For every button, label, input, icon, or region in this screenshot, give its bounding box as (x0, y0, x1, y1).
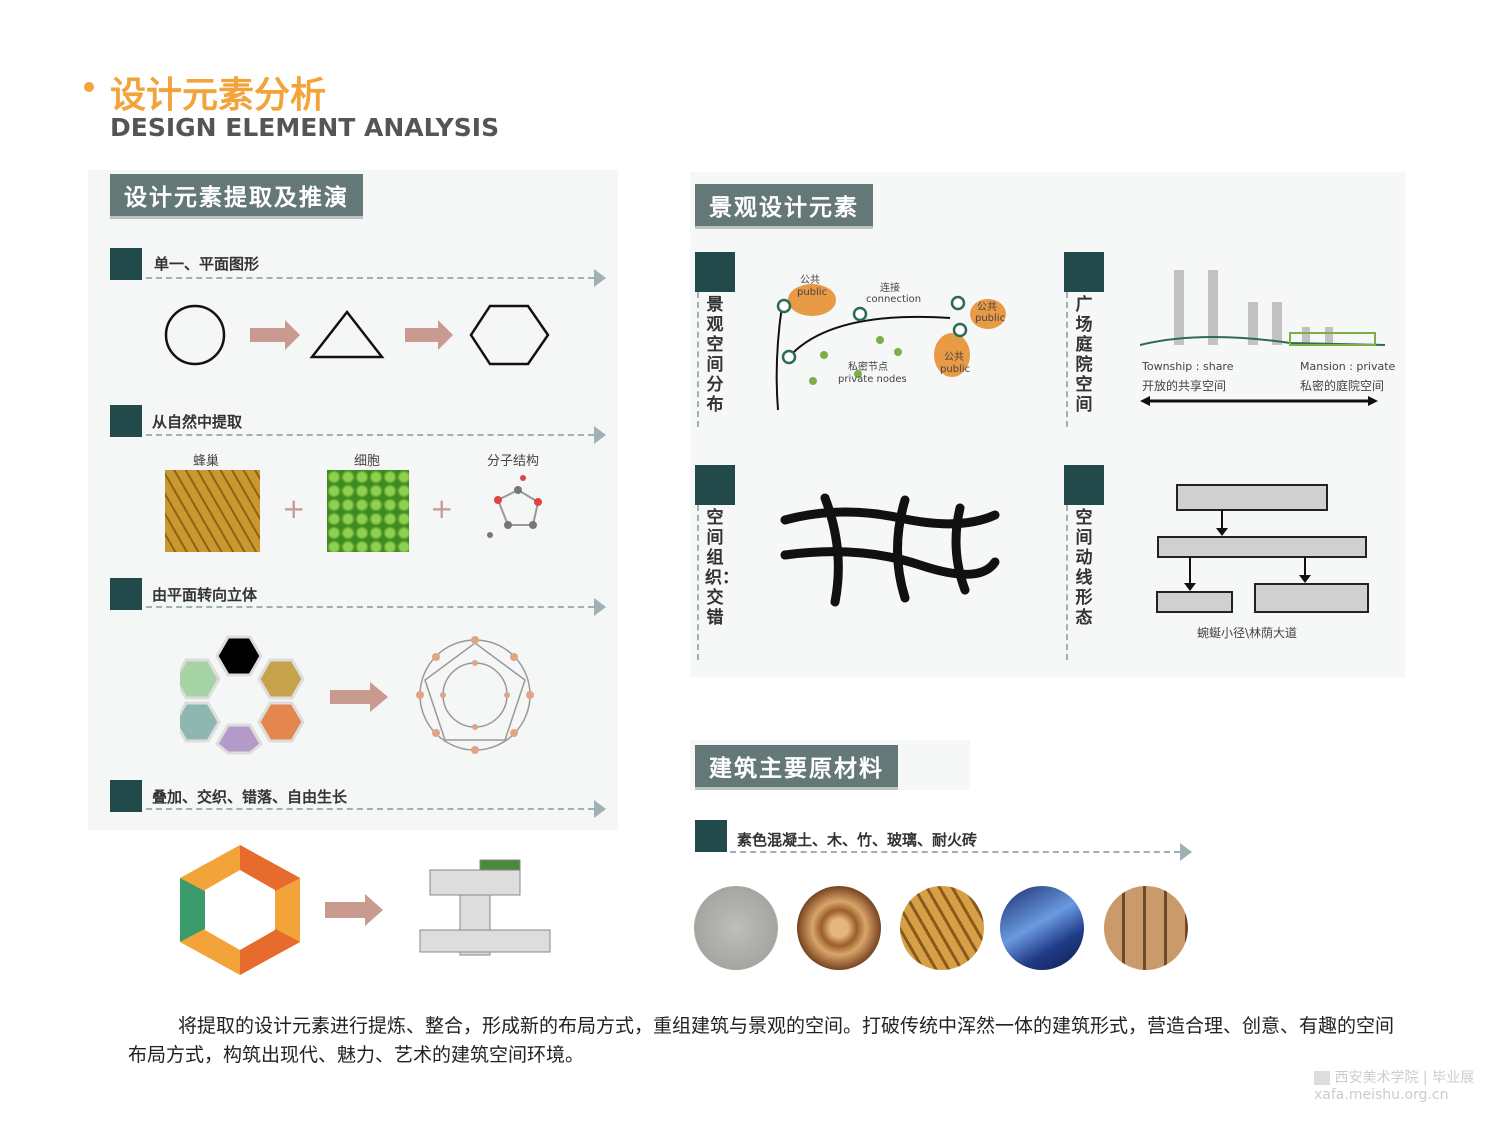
diagram-text: private nodes (838, 374, 907, 385)
watermark-url: xafa.meishu.org.cn (1314, 1087, 1449, 1103)
diagram-text: Township : share (1142, 360, 1234, 373)
wood-swatch (797, 886, 881, 970)
section-marker (1064, 252, 1104, 292)
divider (730, 851, 1180, 853)
shape-sequence (164, 304, 550, 366)
block-label: 广场庭院空间 (1075, 295, 1093, 415)
divider (146, 277, 594, 279)
diagram-text: Mansion : private (1300, 360, 1396, 373)
diagram-text: 开放的共享空间 (1142, 379, 1227, 393)
diagram-text: 公共 (977, 302, 997, 313)
left-panel-title: 设计元素提取及推演 (110, 174, 363, 219)
plus-icon: + (430, 492, 454, 525)
hexagon-to-sphere (180, 635, 534, 755)
diagram-text: 蜿蜒小径\林荫大道 (1197, 626, 1298, 640)
divider (1066, 505, 1068, 660)
bullet-icon (84, 82, 94, 92)
watermark-school: 西安美术学院 (1334, 1070, 1419, 1086)
item-label: 蜂巢 (193, 454, 220, 469)
plus-icon: + (282, 492, 306, 525)
concrete-swatch (694, 886, 778, 970)
diagram-text: public (940, 364, 971, 375)
diagram-text: public (797, 287, 828, 298)
section-marker (110, 248, 142, 280)
materials-label: 素色混凝土、木、竹、玻璃、耐火砖 (737, 831, 978, 849)
diagram-text: 公共 (800, 275, 820, 286)
cell-image (327, 470, 409, 552)
space-distribution-diagram (775, 284, 1006, 411)
diagram-text: 私密的庭院空间 (1300, 379, 1385, 393)
section-marker (695, 252, 735, 292)
section-marker (1064, 465, 1104, 505)
block-label: 空间动线形态 (1075, 508, 1093, 628)
divider (697, 505, 699, 660)
arrow-icon (594, 426, 606, 444)
glass-swatch (1000, 886, 1084, 970)
section-label: 叠加、交织、错落、自由生长 (152, 788, 348, 806)
watermark-event: 毕业展 (1432, 1070, 1475, 1086)
arrow-icon (594, 800, 606, 818)
diagram-text: connection (866, 294, 922, 305)
section-marker (695, 820, 727, 852)
materials-title: 建筑主要原材料 (695, 745, 898, 790)
firebrick-swatch (1104, 886, 1188, 970)
block-label: 空间组织：交错 (705, 508, 739, 628)
interweave-diagram (780, 493, 1000, 607)
overlay-to-building (180, 845, 551, 975)
section-marker (110, 405, 142, 437)
bamboo-swatch (900, 886, 984, 970)
diagram-text: 公共 (944, 352, 964, 363)
arrow-icon (594, 598, 606, 616)
divider (697, 292, 699, 427)
block-label: 景观空间分布 (706, 295, 724, 415)
honeycomb-image (165, 470, 260, 552)
divider (146, 606, 594, 608)
section-marker (110, 578, 142, 610)
plaza-section-diagram (1140, 270, 1386, 406)
divider (146, 808, 594, 810)
arrow-icon (1180, 843, 1192, 861)
divider (1066, 292, 1068, 427)
diagram-text: 连接 (880, 283, 900, 294)
page-title: 设计元素分析 (110, 75, 327, 116)
diagram-text: public (975, 313, 1006, 324)
section-label: 从自然中提取 (152, 413, 243, 431)
item-label: 分子结构 (487, 454, 540, 469)
circulation-diagram (1156, 484, 1369, 613)
molecule-image (487, 475, 542, 538)
diagram-text: 私密节点 (848, 362, 888, 373)
item-label: 细胞 (354, 454, 381, 469)
section-marker (695, 465, 735, 505)
page-subtitle: DESIGN ELEMENT ANALYSIS (110, 113, 500, 142)
section-label: 由平面转向立体 (152, 586, 258, 604)
section-label: 单一、平面图形 (154, 255, 260, 273)
landscape-title: 景观设计元素 (695, 184, 873, 229)
arrow-icon (594, 269, 606, 287)
divider (146, 434, 594, 436)
logo-icon (1314, 1071, 1330, 1085)
watermark: 西安美术学院 | 毕业展 xafa.meishu.org.cn (1314, 1070, 1475, 1103)
section-marker (110, 780, 142, 812)
description-paragraph: 将提取的设计元素进行提炼、整合，形成新的布局方式，重组建筑与景观的空间。打破传统… (128, 1015, 1395, 1066)
